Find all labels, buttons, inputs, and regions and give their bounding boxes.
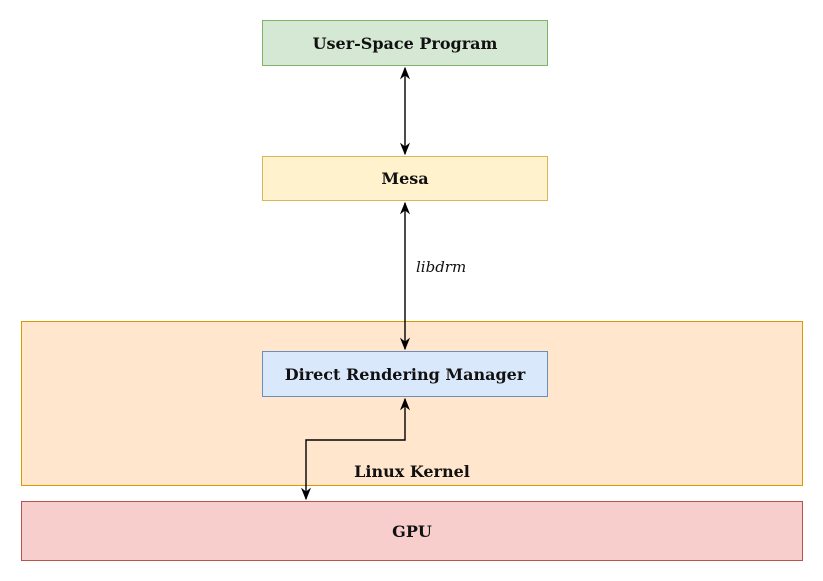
- gpu-node: GPU: [21, 501, 803, 561]
- libdrm-edge-label: libdrm: [416, 258, 467, 276]
- drm-label: Direct Rendering Manager: [284, 364, 526, 384]
- drm-to-gpu-connector: [300, 397, 411, 501]
- mesa-node: Mesa: [262, 156, 548, 201]
- user-space-program-node: User-Space Program: [262, 20, 548, 66]
- user-space-program-label: User-Space Program: [312, 33, 498, 53]
- mesa-label: Mesa: [381, 169, 429, 188]
- linux-kernel-container: Linux Kernel: [21, 321, 803, 486]
- drm-node: Direct Rendering Manager: [262, 351, 548, 397]
- gpu-label: GPU: [392, 521, 432, 541]
